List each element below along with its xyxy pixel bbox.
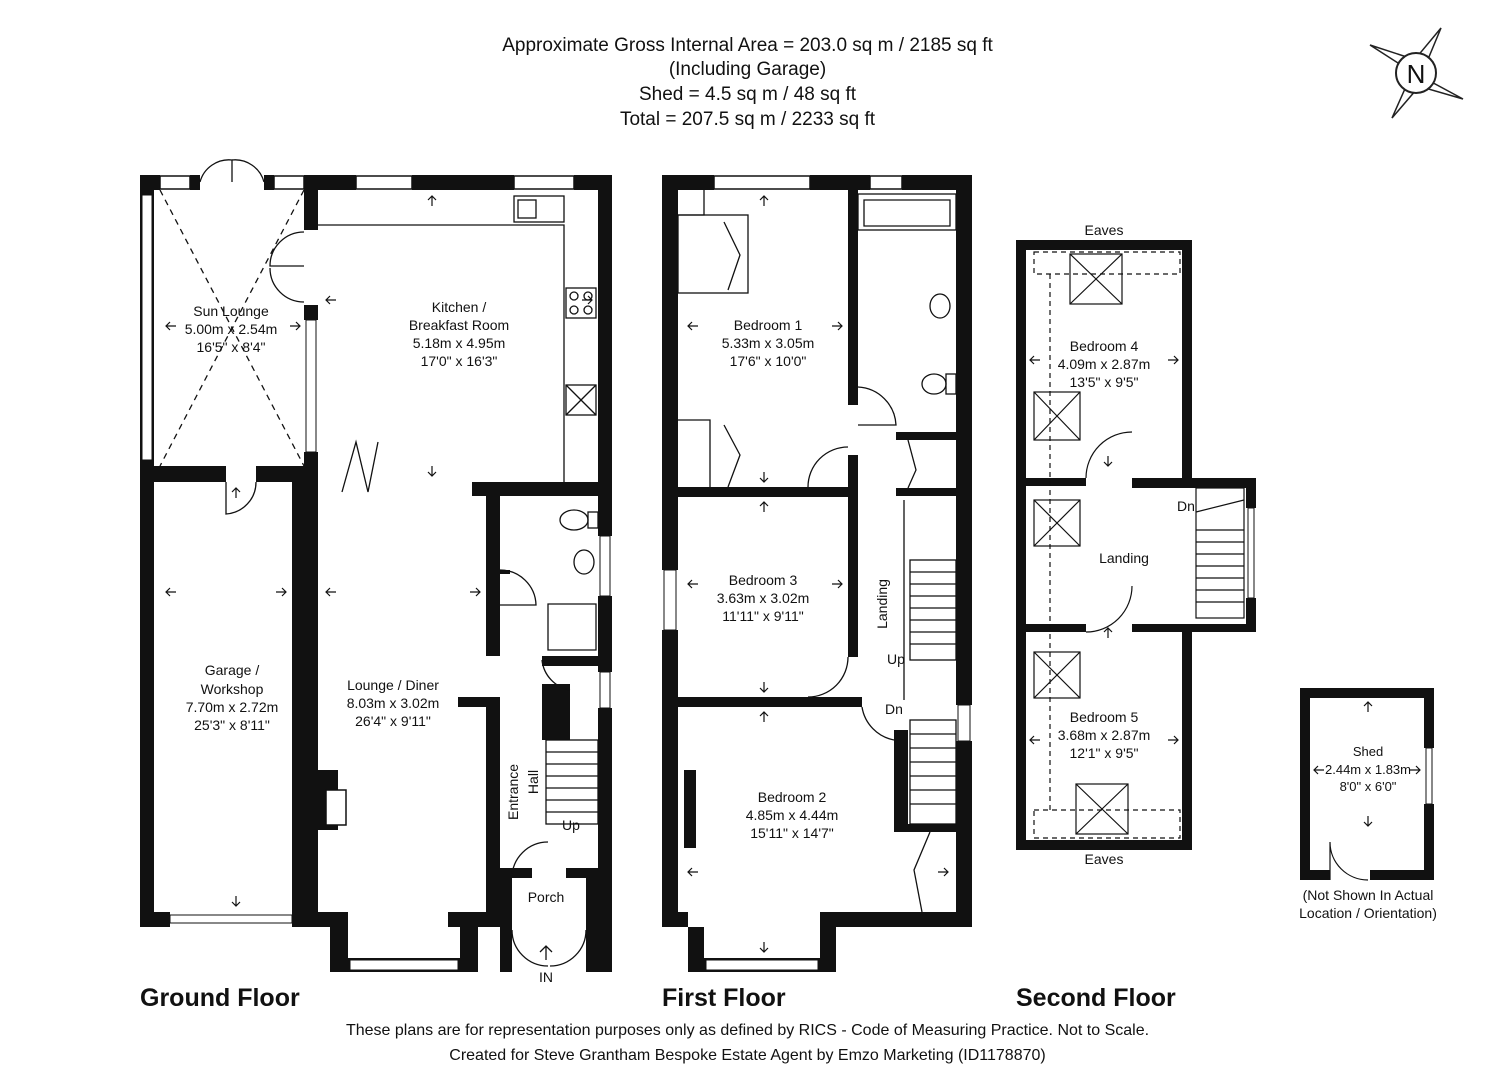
shed-note-line-2: Location / Orientation) <box>1299 905 1437 921</box>
kitchen-name-2: Breakfast Room <box>409 317 509 333</box>
area-line-3: Shed = 4.5 sq m / 48 sq ft <box>638 84 857 105</box>
bedroom4-imperial: 13'5" x 9'5" <box>1070 374 1139 390</box>
bedroom4-name: Bedroom 4 <box>1070 338 1139 354</box>
entrance-arrow-icon <box>539 945 553 960</box>
lounge-metric: 8.03m x 3.02m <box>347 695 440 711</box>
lounge-imperial: 26'4" x 9'11" <box>355 713 431 729</box>
second-floor-label: Second Floor <box>1016 984 1176 1012</box>
garage-imperial: 25'3" x 8'11" <box>194 717 270 733</box>
lounge-name: Lounge / Diner <box>347 677 439 693</box>
ground-floor-label: Ground Floor <box>140 984 300 1012</box>
bedroom1-imperial: 17'6" x 10'0" <box>730 353 807 369</box>
shed-note-line-1: (Not Shown In Actual <box>1303 887 1434 903</box>
shed-name: Shed <box>1353 744 1383 759</box>
eaves-bottom-label: Eaves <box>1085 851 1124 867</box>
bedroom1-name: Bedroom 1 <box>734 317 803 333</box>
disclaimer-line: These plans are for representation purpo… <box>345 1022 1150 1039</box>
kitchen-metric: 5.18m x 4.95m <box>413 335 506 351</box>
landing-first-name: Landing <box>874 579 890 629</box>
entrance-hall-name-1: Entrance <box>505 764 521 820</box>
area-line-2: (Including Garage) <box>668 59 827 80</box>
credit-line: Created for Steve Grantham Bespoke Estat… <box>449 1047 1046 1064</box>
plan-annotations: Up IN Up Dn Dn Eaves Eaves (Not Shown In… <box>539 222 1437 985</box>
bedroom3-imperial: 11'11" x 9'11" <box>722 608 803 624</box>
second-stairs-down-label: Dn <box>1177 498 1195 514</box>
first-floor-fixtures <box>677 190 957 913</box>
compass-north-label: N <box>1407 59 1426 89</box>
dimension-arrows <box>165 195 1421 953</box>
bedroom5-metric: 3.68m x 2.87m <box>1058 727 1151 743</box>
first-stairs-up-label: Up <box>887 651 905 667</box>
first-floor-label: First Floor <box>662 984 786 1012</box>
bedroom1-metric: 5.33m x 3.05m <box>722 335 815 351</box>
area-line-4: Total = 207.5 sq m / 2233 sq ft <box>619 109 876 130</box>
sun-lounge-imperial: 16'5" x 8'4" <box>197 339 266 355</box>
bedroom3-name: Bedroom 3 <box>729 572 798 588</box>
first-floor-plan <box>662 175 972 972</box>
kitchen-imperial: 17'0" x 16'3" <box>421 353 498 369</box>
bedroom2-imperial: 15'11" x 14'7" <box>750 825 834 841</box>
kitchen-name-1: Kitchen / <box>432 299 487 315</box>
second-floor-plan <box>1016 240 1434 880</box>
bedroom5-imperial: 12'1" x 9'5" <box>1070 745 1139 761</box>
eaves-top-label: Eaves <box>1085 222 1124 238</box>
bedroom2-name: Bedroom 2 <box>758 789 827 805</box>
entrance-in-label: IN <box>539 969 553 985</box>
area-line-1: Approximate Gross Internal Area = 203.0 … <box>502 35 993 56</box>
bedroom3-metric: 3.63m x 3.02m <box>717 590 810 606</box>
ground-floor-plan <box>140 175 612 972</box>
garage-name-1: Garage / <box>205 662 260 678</box>
shed-imperial: 8'0" x 6'0" <box>1340 779 1397 794</box>
sun-lounge-name: Sun Lounge <box>193 303 269 319</box>
shed-metric: 2.44m x 1.83m <box>1325 762 1411 777</box>
garage-name-2: Workshop <box>201 681 264 697</box>
garage-metric: 7.70m x 2.72m <box>186 699 279 715</box>
entrance-hall-name-2: Hall <box>525 770 541 794</box>
bedroom5-name: Bedroom 5 <box>1070 709 1139 725</box>
second-floor-fixtures <box>1033 251 1369 881</box>
sun-lounge-metric: 5.00m x 2.54m <box>185 321 278 337</box>
landing-second-name: Landing <box>1099 550 1149 566</box>
porch-name: Porch <box>528 889 565 905</box>
room-labels: Sun Lounge 5.00m x 2.54m 16'5" x 8'4" Ki… <box>185 299 1411 905</box>
ground-floor-fixtures <box>159 159 599 967</box>
bedroom4-metric: 4.09m x 2.87m <box>1058 356 1151 372</box>
first-stairs-down-label: Dn <box>885 701 903 717</box>
ground-stairs-up-label: Up <box>562 817 580 833</box>
compass-icon: N <box>1369 27 1464 119</box>
bedroom2-metric: 4.85m x 4.44m <box>746 807 839 823</box>
